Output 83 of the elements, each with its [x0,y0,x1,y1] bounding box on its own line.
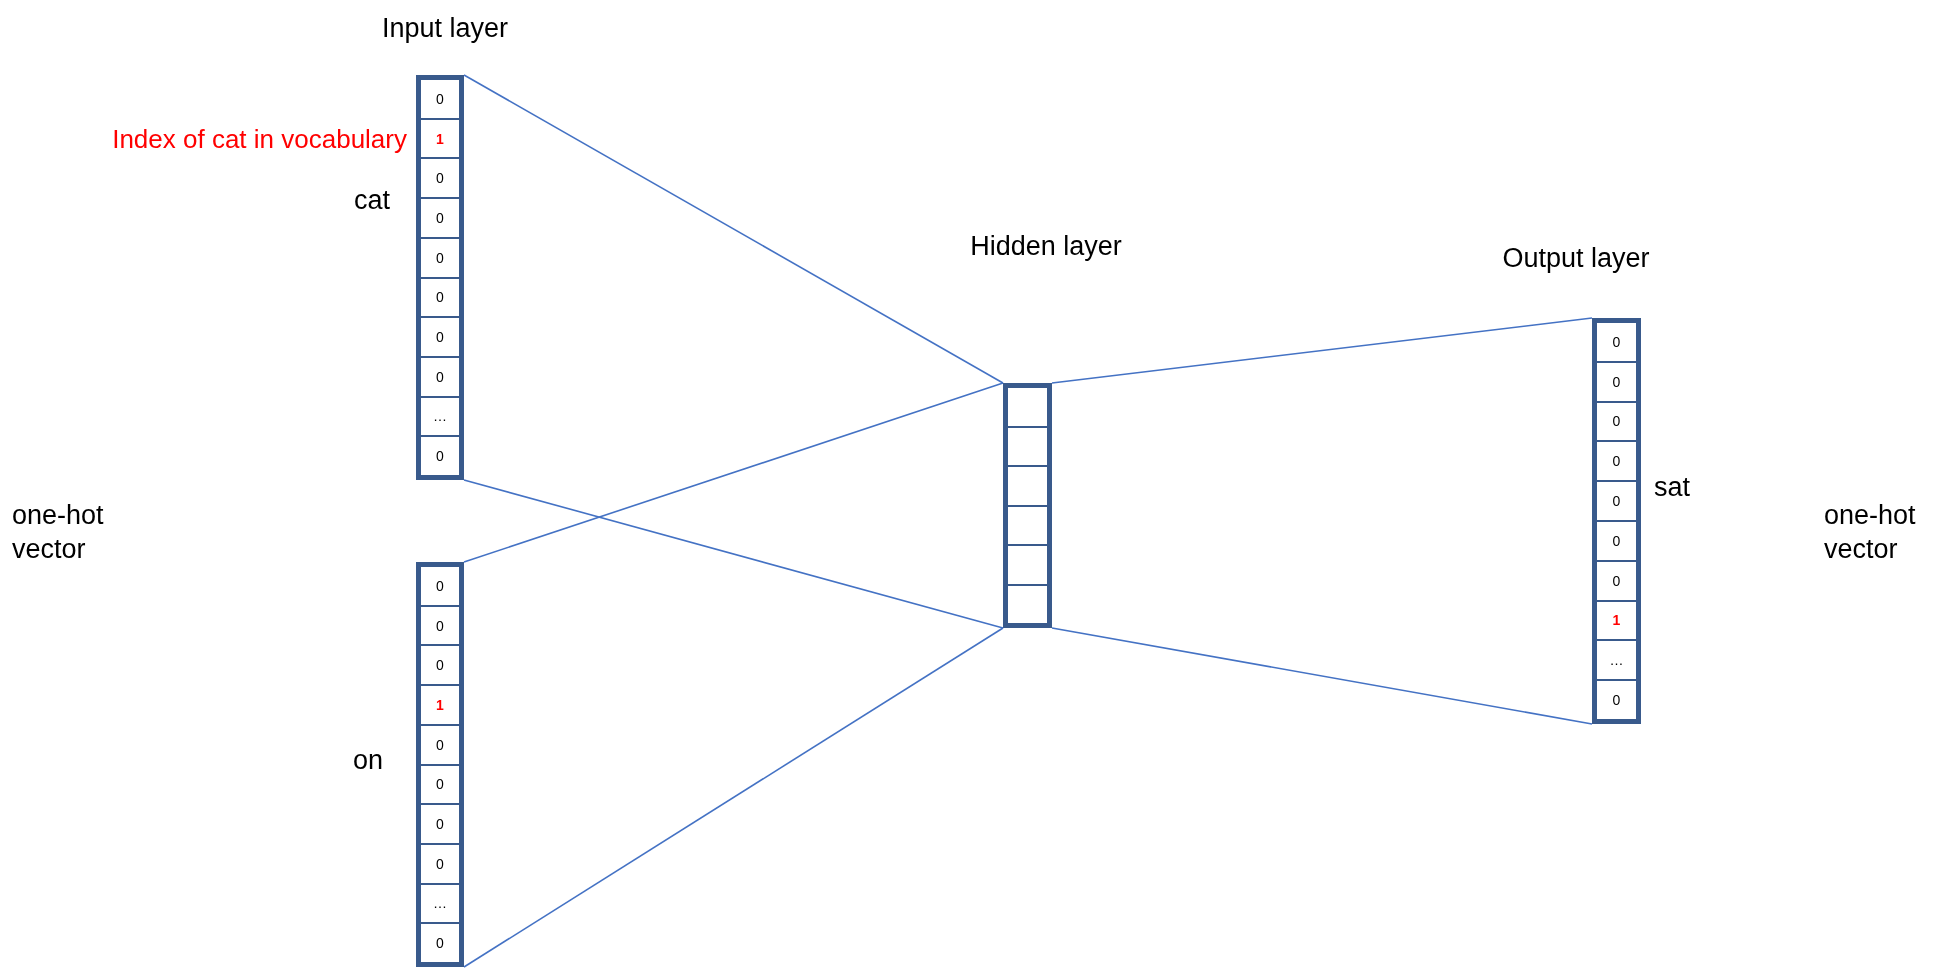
vector-cell [420,685,460,725]
cell-value: 0 [1612,414,1621,429]
cell-value: 0 [436,777,444,792]
cell-value: … [1609,653,1624,668]
annotation-text: Index of cat in vocabulary [112,122,407,156]
cell-value: 0 [1612,693,1621,708]
vector-cell [420,605,460,646]
cell-value: 0 [436,290,444,305]
cell-value: 0 [436,171,444,186]
vector-cell [1596,640,1637,681]
vector-cell [420,883,460,924]
vector-column [1003,383,1052,628]
cell-value: 0 [1612,334,1621,349]
cell-value: 0 [436,737,444,752]
word-label: sat [1654,470,1690,504]
connection-line [463,74,1004,384]
vector-cell [420,198,460,238]
vector-cell [1596,481,1637,521]
cell-value: 0 [1612,494,1621,509]
cell-value: 0 [436,449,444,464]
vector-cell [420,277,460,318]
cell-value: 0 [1612,573,1621,588]
vector-cell [420,158,460,199]
connection-line [463,382,1004,563]
cell-value: 0 [436,91,444,106]
vector-column [1592,318,1641,724]
vector-cell [1596,322,1637,362]
vector-cell [420,237,460,278]
cell-value: 0 [1612,533,1621,548]
vector-cell [420,396,460,437]
cell-value: 0 [436,369,444,384]
cell-value: 0 [436,817,444,832]
vector-cell [1596,401,1637,442]
cell-value: 1 [436,697,444,712]
cell-value: 0 [436,330,444,345]
connection-line [463,479,1004,629]
connection-line [463,627,1004,968]
connection-line [1051,627,1593,725]
cell-value: 0 [436,658,444,673]
cell-value: 0 [1612,454,1621,469]
vector-column [416,562,464,967]
vector-cell [420,724,460,765]
cell-value: 0 [436,210,444,225]
vector-cell [420,645,460,686]
cell-value: 0 [436,578,444,593]
cell-value: 0 [436,618,444,633]
vector-type-label: one-hot vector [12,499,105,566]
vector-cell [1596,600,1637,641]
empty-cell [1007,387,1048,427]
cell-value: 0 [436,936,444,951]
empty-cell [1007,505,1048,545]
cell-value: 0 [436,856,444,871]
vector-cell [420,566,460,606]
vector-cell [1596,680,1637,720]
layer-title: Output layer [1502,241,1650,275]
cell-value: 1 [1612,613,1621,628]
cell-value: 1 [436,131,444,146]
vector-type-label: one-hot vector [1824,499,1917,566]
layer-title: Hidden layer [970,229,1122,263]
vector-cell [420,79,460,119]
vector-cell [420,356,460,397]
layer-title: Input layer [381,11,509,45]
empty-cell [1007,545,1048,585]
cell-value: … [433,896,447,911]
cell-value: … [433,409,447,424]
vector-cell [420,764,460,805]
vector-cell [1596,560,1637,601]
vector-cell [420,804,460,844]
vector-cell [420,436,460,477]
word-label: on [353,743,383,777]
empty-cell [1007,466,1048,506]
vector-cell [1596,521,1637,561]
empty-cell [1007,426,1048,466]
connection-line [1051,317,1593,384]
vector-cell [1596,441,1637,482]
vector-cell [420,923,460,964]
empty-cell [1007,584,1048,624]
cell-value: 0 [436,250,444,265]
vector-cell [1596,361,1637,402]
vector-cell [420,843,460,884]
word-label: cat [354,183,390,217]
cell-value: 0 [1612,374,1621,389]
vector-cell [420,317,460,357]
